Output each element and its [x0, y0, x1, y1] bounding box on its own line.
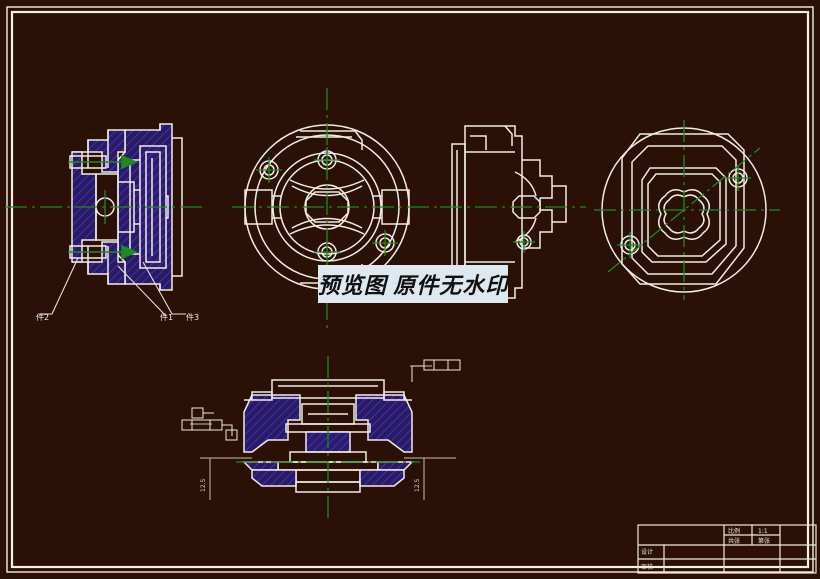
- view3-hole-cross: [513, 231, 535, 253]
- tb-sheet-value: 第张: [758, 537, 770, 545]
- balloon-1-text: 件1: [160, 312, 173, 322]
- sheet-frame: [6, 6, 814, 573]
- section-arrows: [68, 154, 139, 260]
- view5-centerlines: [236, 356, 420, 518]
- gdt-frame-top-right: [411, 359, 461, 382]
- view5-dim-text: 12.5 12.5: [200, 478, 421, 492]
- view4-centerlines: [594, 120, 780, 300]
- datum-symbols: [191, 407, 214, 419]
- view1-centerlines: [5, 190, 205, 224]
- balloon-3-text: 件3: [186, 312, 199, 322]
- tb-scale-value: 1:1: [758, 528, 768, 535]
- title-block: [637, 524, 817, 574]
- bottom-section-view: [242, 379, 414, 493]
- tb-design-label: 设计: [641, 548, 653, 556]
- balloon-2-text: 件2: [36, 312, 49, 322]
- tb-approve-label: 审核: [641, 563, 653, 571]
- view1-leaders: [40, 257, 186, 317]
- gdt-frame-left: [181, 419, 238, 441]
- dim-right-text: 12.5: [414, 478, 421, 492]
- title-block-text: 比例 1:1 共张 第张 设计 审核: [641, 527, 770, 571]
- view1-balloon-text: 件2 件1 件3: [36, 312, 199, 322]
- tb-sheet-label: 共张: [728, 537, 740, 545]
- dim-left-text: 12.5: [200, 478, 207, 492]
- view2-centerlines: [232, 88, 440, 330]
- tb-scale-label: 比例: [728, 527, 740, 535]
- watermark-text: 预览图 原件无水印: [318, 265, 508, 303]
